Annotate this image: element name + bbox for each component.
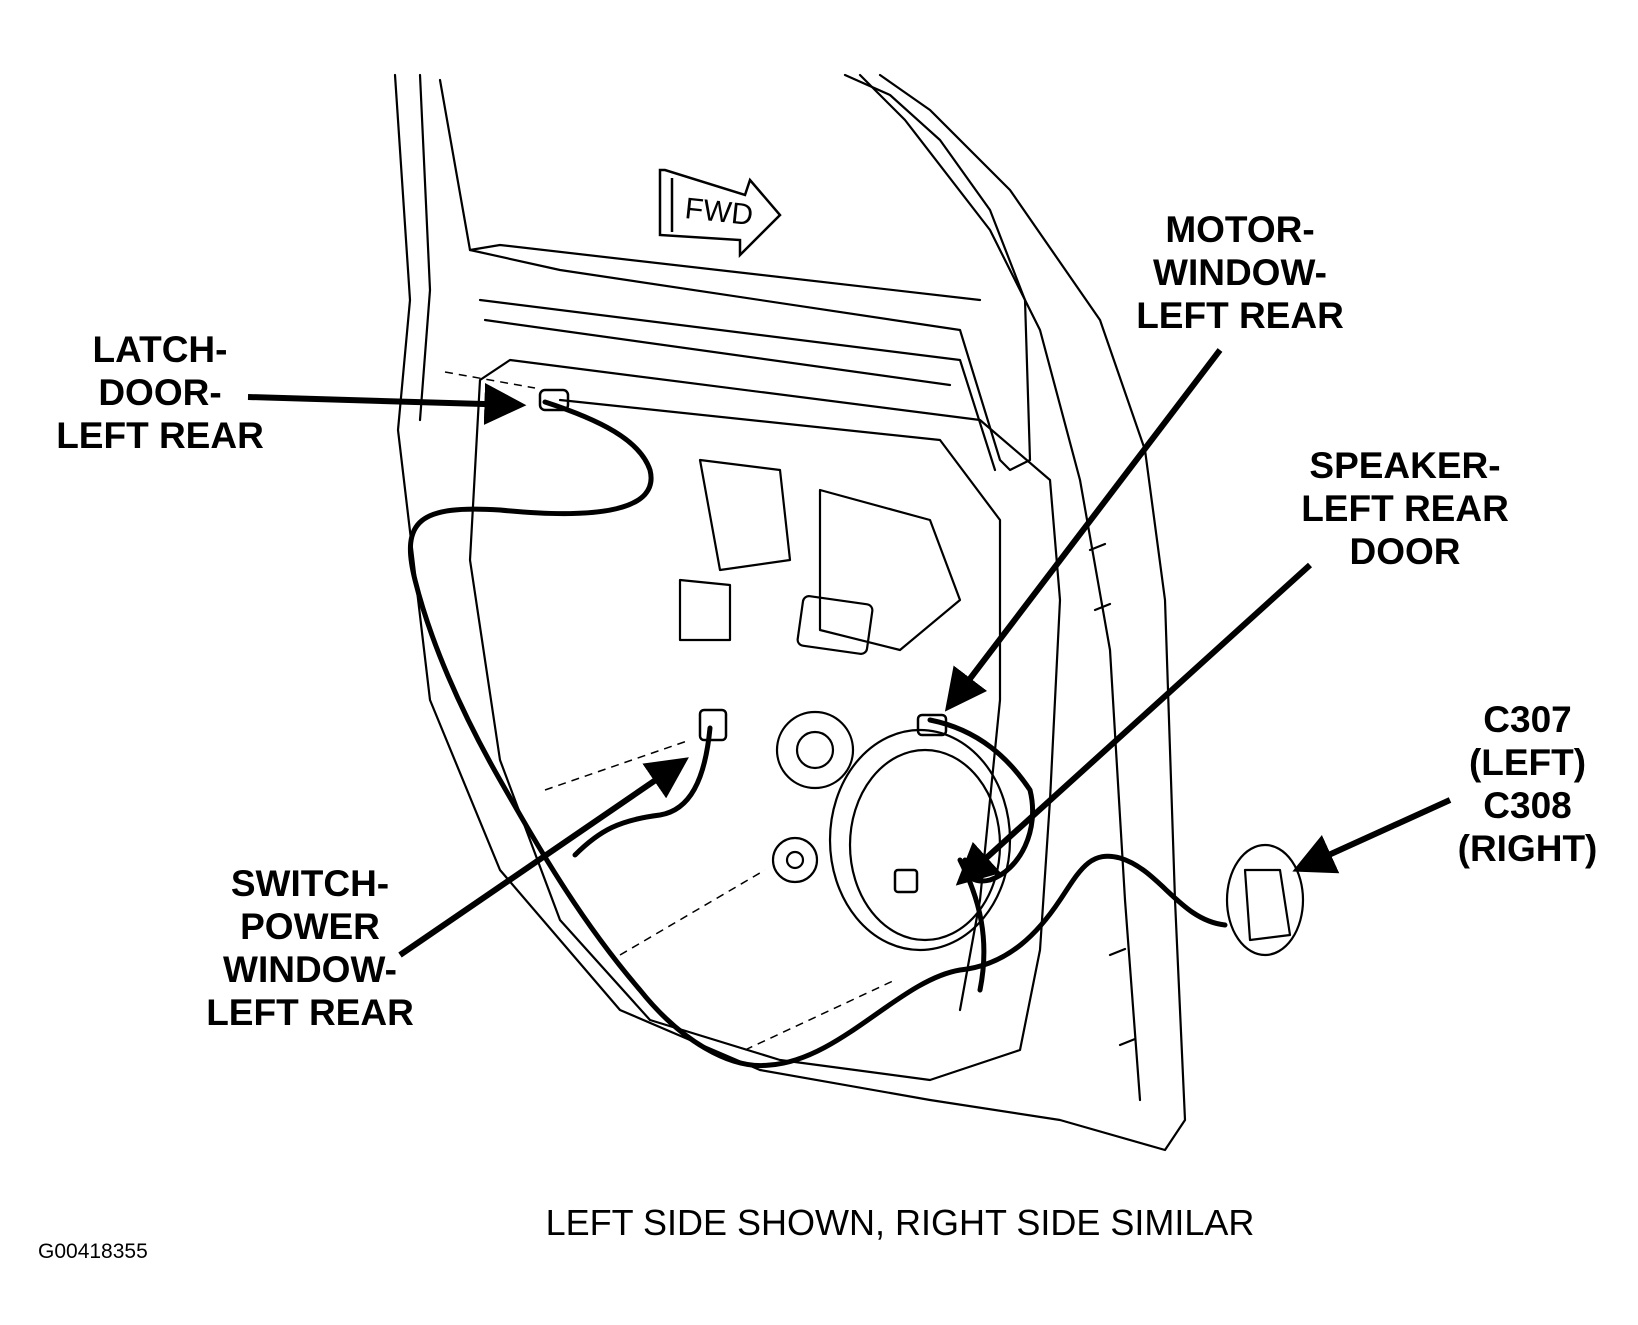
- window-motor: [775, 710, 855, 790]
- latch-pointer: [247, 383, 527, 425]
- speaker-connector: [893, 868, 919, 894]
- fwd-label: FWD: [683, 192, 754, 232]
- door-frame-outline: [393, 73, 1187, 1152]
- figure-caption: LEFT SIDE SHOWN, RIGHT SIDE SIMILAR: [545, 1202, 1255, 1243]
- harness-motor-branch: [927, 717, 1036, 884]
- switch-power-window-callout: SWITCH- POWER WINDOW- LEFT REAR: [206, 863, 414, 1033]
- harness-switch-branch: [572, 725, 713, 858]
- figure-id: G00418355: [38, 1240, 148, 1263]
- motor-connector: [916, 713, 948, 737]
- switch-connector: [698, 708, 728, 742]
- switch-pointer: [398, 757, 689, 958]
- harness-upper: [408, 399, 1228, 1069]
- window-opening: [438, 73, 1032, 472]
- fwd-arrow: [658, 168, 782, 259]
- c307-connector: [1225, 843, 1305, 957]
- motor-window-callout: MOTOR- WINDOW- LEFT REAR: [1136, 209, 1344, 336]
- latch-connector: [538, 388, 570, 412]
- connector-c307-c308-callout: C307 (LEFT) C308 (RIGHT): [1457, 699, 1598, 869]
- speaker-callout: SPEAKER- LEFT REAR DOOR: [1301, 445, 1509, 572]
- speaker-outer: [828, 728, 1012, 952]
- latch-door-callout: LATCH- DOOR- LEFT REAR: [56, 329, 264, 456]
- connector-pointer: [1292, 797, 1452, 874]
- motor-pointer: [944, 348, 1223, 712]
- speaker-pointer: [955, 562, 1313, 886]
